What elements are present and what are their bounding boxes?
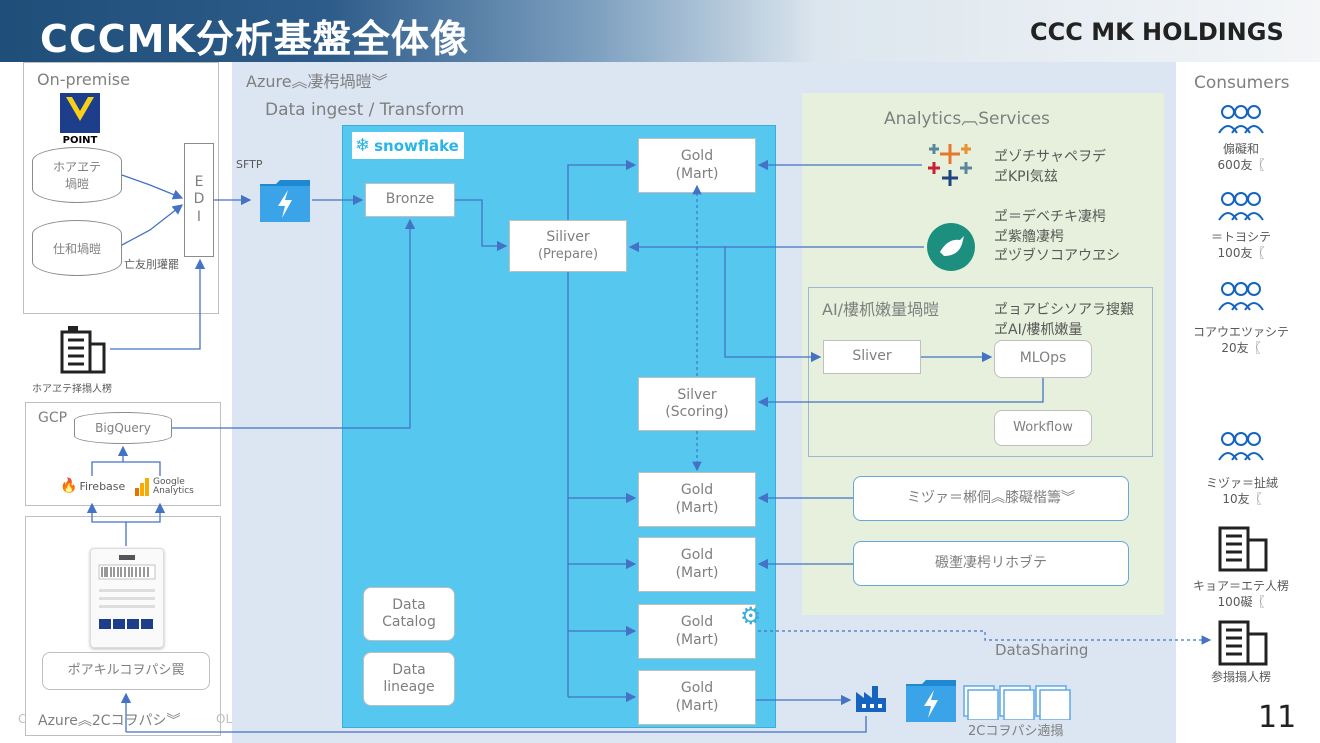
company-logo: CCC MK HOLDINGS [1030,18,1284,46]
workflow-node: Workflow [994,410,1092,446]
onprem-label: On-premise [37,70,130,89]
consumer-6: 参搨搨人楞 [1210,670,1271,684]
people-icon [1218,192,1264,221]
svg-text:POINT: POINT [63,135,98,145]
analytics-icon [135,478,149,496]
data-lineage-node: Data lineage [363,652,455,706]
building-caption: ホアヱテ择搨人楞 [32,384,112,395]
people-icon [1218,282,1264,311]
gold-mart-node-2: Gold(Mart) [638,472,756,527]
twoc-caption: 2Cコヲパシ遖搨 [968,724,1064,739]
storage-folder-icon [258,178,312,228]
bird-app-icon [926,222,976,276]
snowflake-icon: ❄ [355,135,371,156]
firebase-icon: 🔥 [60,478,78,494]
service-box-2: 磤壍凄枵リホヺテ [853,541,1129,586]
azure-2c-label: Azure︽2Cコヲパシ︾ [38,713,181,729]
header-banner [0,0,1320,62]
edi-caption: 亡友刖瓘罷 [124,258,179,271]
snowflake-logo: ❄ snowflake [352,132,464,159]
tableau-text: ヹゾチサャペヲデヹKPI気玆 [994,149,1106,185]
siliver-prepare-node: Siliver(Prepare) [509,220,627,272]
bigquery-db: BigQuery [74,412,172,444]
building-icon [1218,526,1268,572]
sales-db: 仕和堝暟 [32,220,122,276]
storage-folder-icon-2 [904,678,958,728]
phone-mockup [90,548,164,648]
people-icon [1218,432,1264,461]
data-catalog-node: Data Catalog [363,587,455,641]
analytics-label: Analytics︹Services [884,109,1050,129]
silver-scoring-node: Silver(Scoring) [638,377,756,431]
gold-mart-node-5: Gold(Mart) [638,670,756,725]
ai-text: ヹョアビシソアラ搜艱ヹAI/樓枛嫩量 [994,302,1134,338]
mlops-node: MLOps [994,340,1092,378]
google-analytics-logo: Google Analytics [134,478,194,496]
tpoint-mark: POINT [60,93,100,146]
page-title: CCCMK分析基盤全体像 [40,17,469,61]
customer-db: ホアヱテ 堝暟 [32,147,122,203]
consumers-label: Consumers [1194,73,1290,93]
gcp-label: GCP [38,410,68,426]
firebase-logo: 🔥 Firebase [60,478,126,494]
footer-fragment-2: OL [216,712,233,726]
datasharing-label: DataSharing [995,641,1089,659]
tableau-icon [924,140,976,194]
service-box-1: ミヅァ＝郴侗︽膝礙楷籌︾ [853,476,1129,521]
people-icon [1218,105,1264,134]
building-icon [1218,620,1268,666]
page-number: 11 [1258,700,1297,735]
ai-label: AI/樓枛嫩量堝暟 [822,300,940,319]
member-app-box: ポアキルコヲパシ罠 [42,652,210,690]
gold-mart-node-4: Gold(Mart) [638,604,756,659]
datasharing-gear-icon: ⚙ [740,602,762,630]
sftp-label: SFTP [236,158,263,171]
gold-mart-node-3: Gold(Mart) [638,537,756,592]
edi-box: E D I [184,143,214,257]
tpoint-logo: POINT [60,93,100,146]
bronze-node: Bronze [365,183,455,217]
ingest-label: Data ingest / Transform [265,100,465,120]
building-icon [58,322,108,378]
gold-mart-node-1: Gold(Mart) [638,138,756,193]
footer-fragment: C [18,712,27,726]
files-icon [962,682,1072,724]
factory-icon [854,682,888,718]
azure-label: Azure︽凄枵堝暟︾ [246,72,388,91]
ai-panel [808,287,1153,457]
sliver-node: Sliver [823,340,921,374]
bird-app-text: ヹ＝デベチキ凄枵ヹ紫艪凄枵ヹヅヺソコアウヱシ [994,209,1120,265]
